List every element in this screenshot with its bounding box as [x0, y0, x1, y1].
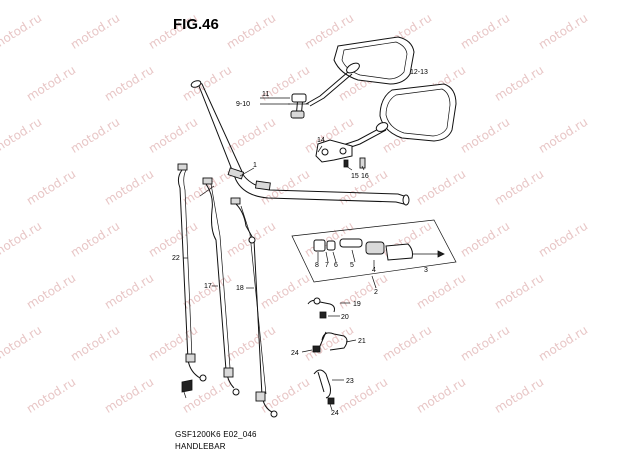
- callout-9-10: 9-10: [236, 101, 250, 108]
- mirror-lower: [339, 83, 457, 151]
- cable-end-fitting: [181, 379, 193, 399]
- callout-12-13: 12-13: [410, 69, 428, 76]
- callout-6: 6: [334, 262, 338, 269]
- mirror-upper: [305, 36, 415, 107]
- callout-5: 5: [350, 262, 354, 269]
- drawing-code: GSF1200K6 E02_046: [175, 430, 257, 439]
- callout-20: 20: [341, 314, 349, 321]
- figure-title: FIG.46: [173, 16, 219, 33]
- callout-24-lower: 24: [331, 410, 339, 417]
- callout-1: 1: [253, 162, 257, 169]
- callout-19: 19: [353, 301, 361, 308]
- callout-22: 22: [172, 255, 180, 262]
- callout-16: 16: [361, 173, 369, 180]
- callout-4: 4: [372, 267, 376, 274]
- callout-8: 8: [315, 262, 319, 269]
- clip-23: [313, 369, 335, 405]
- clip-21: [312, 331, 348, 353]
- cable-22: [177, 163, 207, 382]
- callout-11: 11: [262, 91, 269, 98]
- callout-17: 17: [204, 283, 212, 290]
- cable-18: [230, 197, 278, 418]
- callout-23: 23: [346, 378, 354, 385]
- grip-assembly: [291, 219, 457, 283]
- callout-18: 18: [236, 285, 244, 292]
- callout-labels: 1 2 3 4 5 6 7 8 9-10 11 12-13 14 15 16 1…: [172, 69, 428, 417]
- callout-2: 2: [374, 289, 378, 296]
- callout-24-upper: 24: [291, 350, 299, 357]
- callout-7: 7: [325, 262, 329, 269]
- figure-caption: HANDLEBAR: [175, 442, 226, 451]
- callout-14: 14: [317, 137, 325, 144]
- callout-15: 15: [351, 173, 359, 180]
- clamp-19: [307, 297, 335, 319]
- mirror-bracket: [315, 139, 366, 169]
- handlebar-tube: [190, 80, 410, 206]
- callout-21: 21: [358, 338, 366, 345]
- mirror-stem-clamp: [288, 93, 309, 119]
- cable-17: [202, 177, 240, 396]
- leader-lines: [183, 97, 377, 411]
- callout-3: 3: [424, 267, 428, 274]
